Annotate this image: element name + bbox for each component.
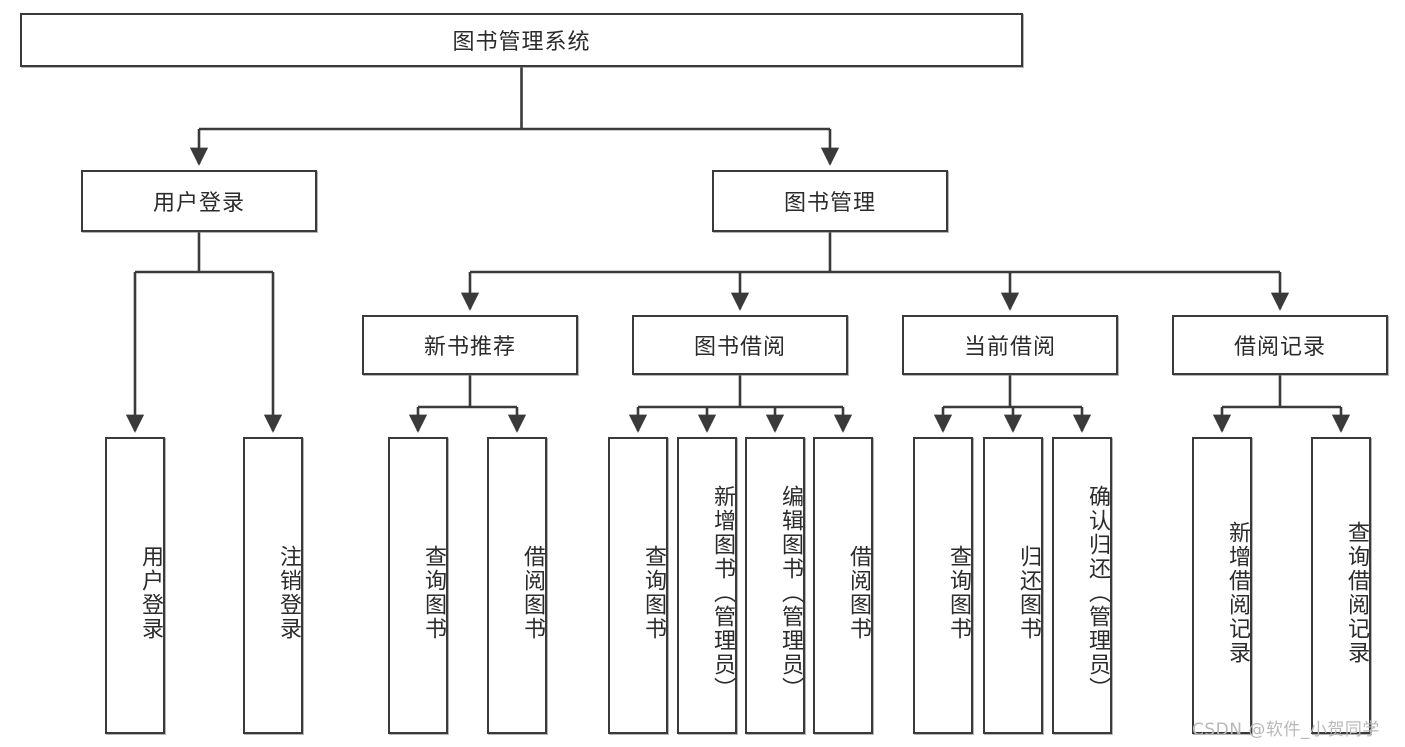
node-leaf-rec-query-record-label: 查询借阅记录 <box>1344 520 1369 665</box>
node-leaf-borrow-add-book-label: 新增图书（管理员） <box>710 484 735 701</box>
node-leaf-rec-borrow-book[interactable]: 借阅图书 <box>487 437 547 734</box>
node-leaf-user-login-label: 用户登录 <box>138 544 163 641</box>
node-leaf-cur-return-book[interactable]: 归还图书 <box>983 437 1043 734</box>
node-leaf-borrow-add-book[interactable]: 新增图书（管理员） <box>677 437 737 734</box>
node-leaf-rec-add-record[interactable]: 新增借阅记录 <box>1192 437 1252 734</box>
node-leaf-cur-confirm-return-label: 确认归还（管理员） <box>1085 484 1110 701</box>
node-new-book-rec[interactable]: 新书推荐 <box>362 315 578 375</box>
node-book-manage[interactable]: 图书管理 <box>712 170 948 232</box>
node-user-login[interactable]: 用户登录 <box>81 170 317 232</box>
node-leaf-borrow-borrow-book[interactable]: 借阅图书 <box>813 437 873 734</box>
node-root-label: 图书管理系统 <box>452 30 591 55</box>
node-current-borrow[interactable]: 当前借阅 <box>902 315 1118 375</box>
node-leaf-rec-add-record-label: 新增借阅记录 <box>1225 520 1250 665</box>
node-leaf-user-logout[interactable]: 注销登录 <box>243 437 303 734</box>
node-leaf-cur-return-book-label: 归还图书 <box>1016 544 1041 641</box>
node-leaf-rec-query-book-label: 查询图书 <box>421 544 446 641</box>
node-leaf-user-login[interactable]: 用户登录 <box>105 437 165 734</box>
watermark: CSDN @软件_小贺同学 <box>1192 720 1380 740</box>
node-leaf-rec-query-book[interactable]: 查询图书 <box>388 437 448 734</box>
node-leaf-rec-borrow-book-label: 借阅图书 <box>520 544 545 641</box>
node-leaf-cur-query-book[interactable]: 查询图书 <box>913 437 973 734</box>
node-new-book-rec-label: 新书推荐 <box>423 335 516 360</box>
node-book-manage-label: 图书管理 <box>783 191 876 216</box>
node-leaf-borrow-query-book-label: 查询图书 <box>641 544 666 641</box>
node-borrow-record-label: 借阅记录 <box>1233 335 1326 360</box>
node-leaf-borrow-edit-book[interactable]: 编辑图书（管理员） <box>745 437 805 734</box>
node-leaf-cur-query-book-label: 查询图书 <box>946 544 971 641</box>
node-book-borrow-label: 图书借阅 <box>693 335 786 360</box>
node-book-borrow[interactable]: 图书借阅 <box>632 315 848 375</box>
node-borrow-record[interactable]: 借阅记录 <box>1172 315 1388 375</box>
node-leaf-rec-query-record[interactable]: 查询借阅记录 <box>1311 437 1371 734</box>
node-root[interactable]: 图书管理系统 <box>20 13 1023 67</box>
node-leaf-borrow-query-book[interactable]: 查询图书 <box>608 437 668 734</box>
node-leaf-cur-confirm-return[interactable]: 确认归还（管理员） <box>1052 437 1112 734</box>
node-leaf-borrow-borrow-book-label: 借阅图书 <box>846 544 871 641</box>
node-leaf-user-logout-label: 注销登录 <box>276 544 301 641</box>
node-leaf-borrow-edit-book-label: 编辑图书（管理员） <box>778 484 803 701</box>
node-current-borrow-label: 当前借阅 <box>963 335 1056 360</box>
node-user-login-label: 用户登录 <box>152 191 245 216</box>
